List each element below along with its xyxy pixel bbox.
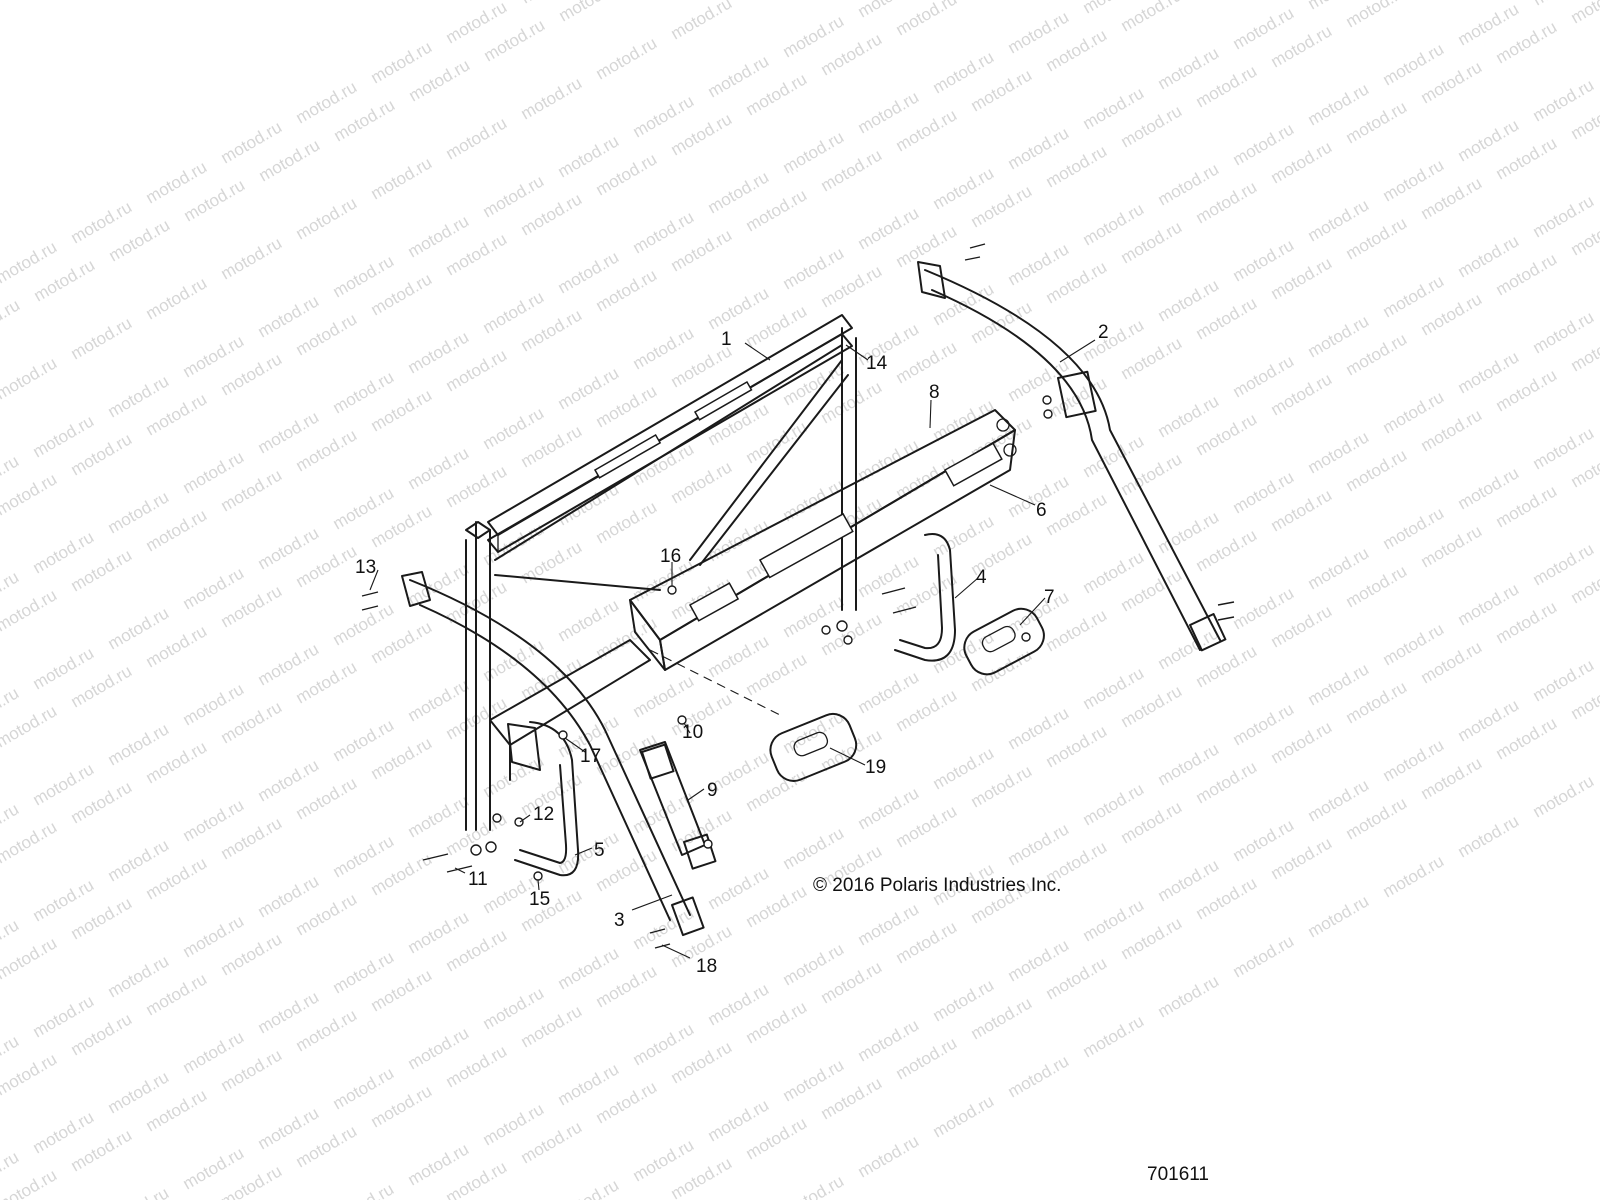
watermark-text: motod.ru [668,0,736,43]
watermark-text: motod.ru [0,469,60,519]
watermark-text: motod.ru [105,1183,173,1200]
watermark-text: motod.ru [1005,1051,1073,1101]
watermark-text: motod.ru [0,701,60,751]
watermark-text: motod.ru [0,353,60,403]
callout-17: 17 [580,746,601,767]
watermark-text: motod.ru [1230,931,1298,981]
callout-18: 18 [696,956,717,977]
part-5-left-handle [507,721,580,877]
callout-2: 2 [1098,322,1109,343]
watermark-text: motod.ru [1530,771,1598,821]
watermark-text: motod.ru [1380,851,1448,901]
watermark-text: motod.ru [0,295,23,345]
watermark-text: motod.ru [743,0,811,3]
part-7-right-pad [963,607,1045,676]
watermark-text: motod.ru [1080,1011,1148,1061]
watermark-text: motod.ru [930,1091,998,1141]
callout-13: 13 [355,557,376,578]
watermark-text: motod.ru [68,313,136,363]
part-1-rear-frame-beam [465,314,857,831]
watermark-text: motod.ru [893,0,961,39]
watermark-text: motod.ru [1343,0,1411,31]
callout-16: 16 [660,546,681,567]
watermark-text: motod.ru [1568,0,1600,27]
copyright-text: © 2016 Polaris Industries Inc. [813,875,1061,896]
watermark-text: motod.ru [368,153,436,203]
part-2-right-tube [917,261,1227,652]
watermark-text: motod.ru [443,113,511,163]
callout-3: 3 [614,910,625,931]
callout-9: 9 [707,780,718,801]
fasteners [361,243,1235,949]
watermark-text: motod.ru [293,193,361,243]
callout-19: 19 [865,757,886,778]
watermark-text: motod.ru [780,1171,848,1200]
watermark-text: motod.ru [0,817,60,867]
callout-12: 12 [533,804,554,825]
callout-14: 14 [866,353,888,374]
part-4-right-handle [894,533,956,662]
callout-7: 7 [1044,587,1055,608]
callout-5: 5 [594,840,605,861]
watermark-text: motod.ru [1155,971,1223,1021]
callout-4: 4 [976,567,987,588]
watermark-text: motod.ru [218,233,286,283]
watermark-text: motod.ru [556,0,624,25]
callout-6: 6 [1036,500,1047,521]
watermark-text: motod.ru [0,1049,60,1099]
watermark-text: motod.ru [593,33,661,83]
leader-lines [369,339,1096,959]
cab-frame-drawing: 1 2 3 4 5 6 7 8 9 10 11 12 13 14 15 16 1… [355,243,1235,1185]
watermark-text: motod.ru [1305,891,1373,941]
watermark-text: motod.ru [855,1131,923,1181]
watermark-text: motod.ru [1118,0,1186,35]
part-3-left-tube [401,571,705,937]
watermark-text: motod.ru [143,273,211,323]
callout-11: 11 [468,869,488,890]
callout-1: 1 [721,329,732,350]
watermark-text: motod.ru [0,933,60,983]
watermark-text: motod.ru [330,1179,398,1200]
watermark-text: motod.ru [555,1175,623,1200]
part-19-lower-pad [649,649,858,782]
drawing-number: 701611 [1147,1164,1209,1185]
callout-15: 15 [529,889,550,910]
callout-8: 8 [929,382,940,403]
watermark-text: motod.ru [1455,811,1523,861]
watermark-text: motod.ru [518,73,586,123]
watermark-text: motod.ru [0,585,60,635]
callout-10: 10 [682,722,703,743]
callout-labels: 1 2 3 4 5 6 7 8 9 10 11 12 13 14 15 16 1… [355,322,1109,977]
